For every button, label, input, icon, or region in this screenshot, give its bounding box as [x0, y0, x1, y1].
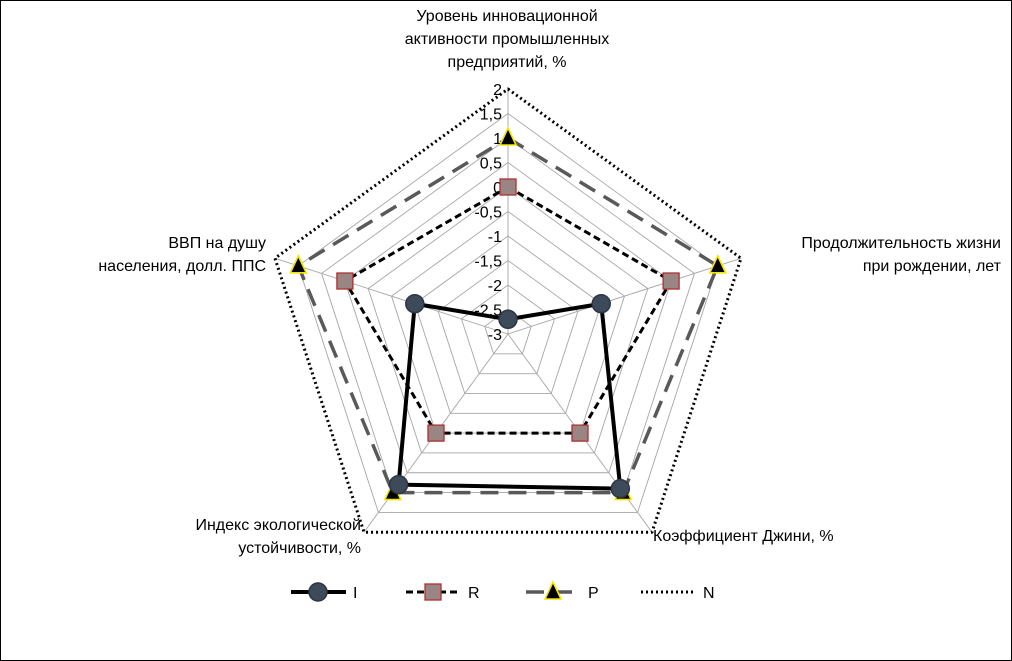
tick-label: -3 — [488, 327, 502, 344]
series-line-P — [296, 136, 720, 495]
legend-label-R: R — [468, 585, 480, 602]
series-line-R — [343, 185, 673, 435]
marker-square — [427, 424, 445, 442]
grid-ring — [437, 259, 579, 394]
marker-square — [499, 178, 517, 196]
series-line-N — [273, 87, 743, 534]
marker-circle — [498, 309, 518, 330]
tick-label: -1,5 — [474, 254, 502, 271]
marker-triangle — [708, 253, 727, 274]
grid-ring — [414, 235, 602, 414]
axis-label-life-expectancy: Продолжительность жизни при рождении, ле… — [801, 235, 1001, 275]
marker-triangle — [289, 253, 308, 274]
legend-label-N: N — [703, 585, 715, 602]
legend-label-I: I — [353, 585, 357, 602]
tick-label: -2 — [488, 278, 502, 295]
marker-square — [571, 424, 589, 442]
marker-circle — [591, 293, 611, 314]
marker-circle — [405, 293, 425, 314]
axis-label-innovation: Уровень инновационной активности промышл… — [404, 8, 610, 71]
marker-square — [336, 272, 354, 290]
grid-ring — [367, 186, 649, 454]
axis-label-gini: Коэффициент Джини, % — [653, 528, 834, 545]
series-line-I — [396, 301, 623, 491]
marker-circle — [388, 474, 409, 495]
grid-ring — [297, 112, 719, 513]
tick-label: -1 — [488, 229, 502, 246]
grid-ring — [390, 210, 626, 434]
marker-circle — [610, 478, 631, 499]
tick-label: -0,5 — [474, 205, 502, 222]
grid-ring — [321, 137, 695, 494]
grid-ring — [484, 308, 532, 355]
marker-triangle — [543, 580, 563, 600]
tick-label: 2 — [493, 82, 502, 99]
tick-label: 1 — [493, 131, 502, 148]
legend-label-P: P — [588, 585, 599, 602]
grid-ring — [344, 161, 672, 474]
marker-square — [424, 583, 442, 601]
tick-label: 1,5 — [480, 107, 502, 124]
tick-label: 0 — [493, 180, 502, 197]
grid-spoke — [507, 257, 742, 335]
marker-triangle — [498, 126, 518, 146]
tick-label: 0,5 — [480, 156, 502, 173]
grid-spoke — [274, 257, 509, 335]
marker-square — [662, 272, 680, 290]
axis-label-ecology: Индекс экологической устойчивости, % — [195, 517, 361, 557]
axis-label-gdp: ВВП на душу населения, долл. ППС — [98, 235, 266, 275]
marker-circle — [308, 582, 328, 602]
